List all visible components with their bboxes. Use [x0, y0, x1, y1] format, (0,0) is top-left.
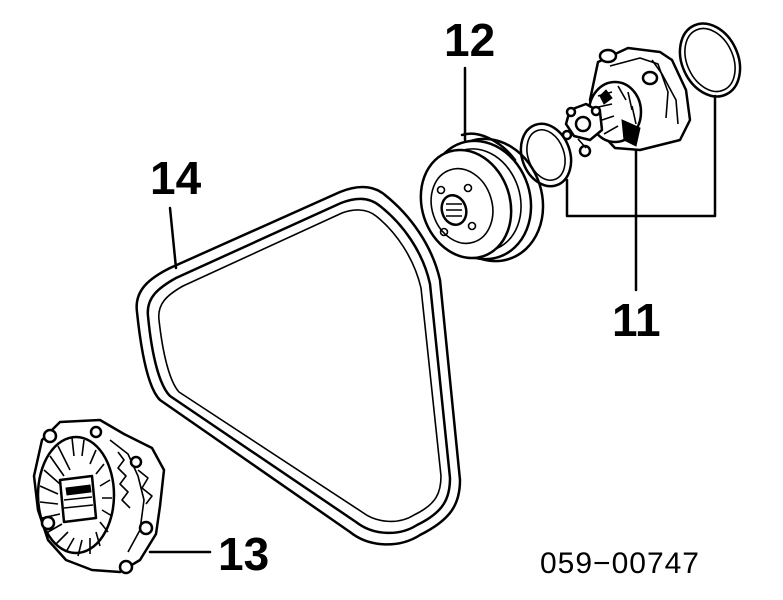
v-belt	[135, 185, 462, 546]
pump-gasket-ring	[678, 22, 742, 98]
water-pump	[561, 46, 692, 158]
callout-11: 11	[612, 294, 661, 346]
small-o-ring	[519, 122, 573, 188]
callout-14: 14	[150, 152, 202, 204]
leader-lines	[148, 66, 717, 554]
leader-14	[168, 206, 178, 270]
callout-12: 12	[444, 14, 495, 66]
diagram-code: 059−00747	[540, 547, 700, 580]
vacuum-pump	[32, 418, 166, 575]
pulley	[419, 132, 545, 263]
callout-13: 13	[218, 528, 269, 580]
leader-11-bracket	[565, 94, 717, 218]
